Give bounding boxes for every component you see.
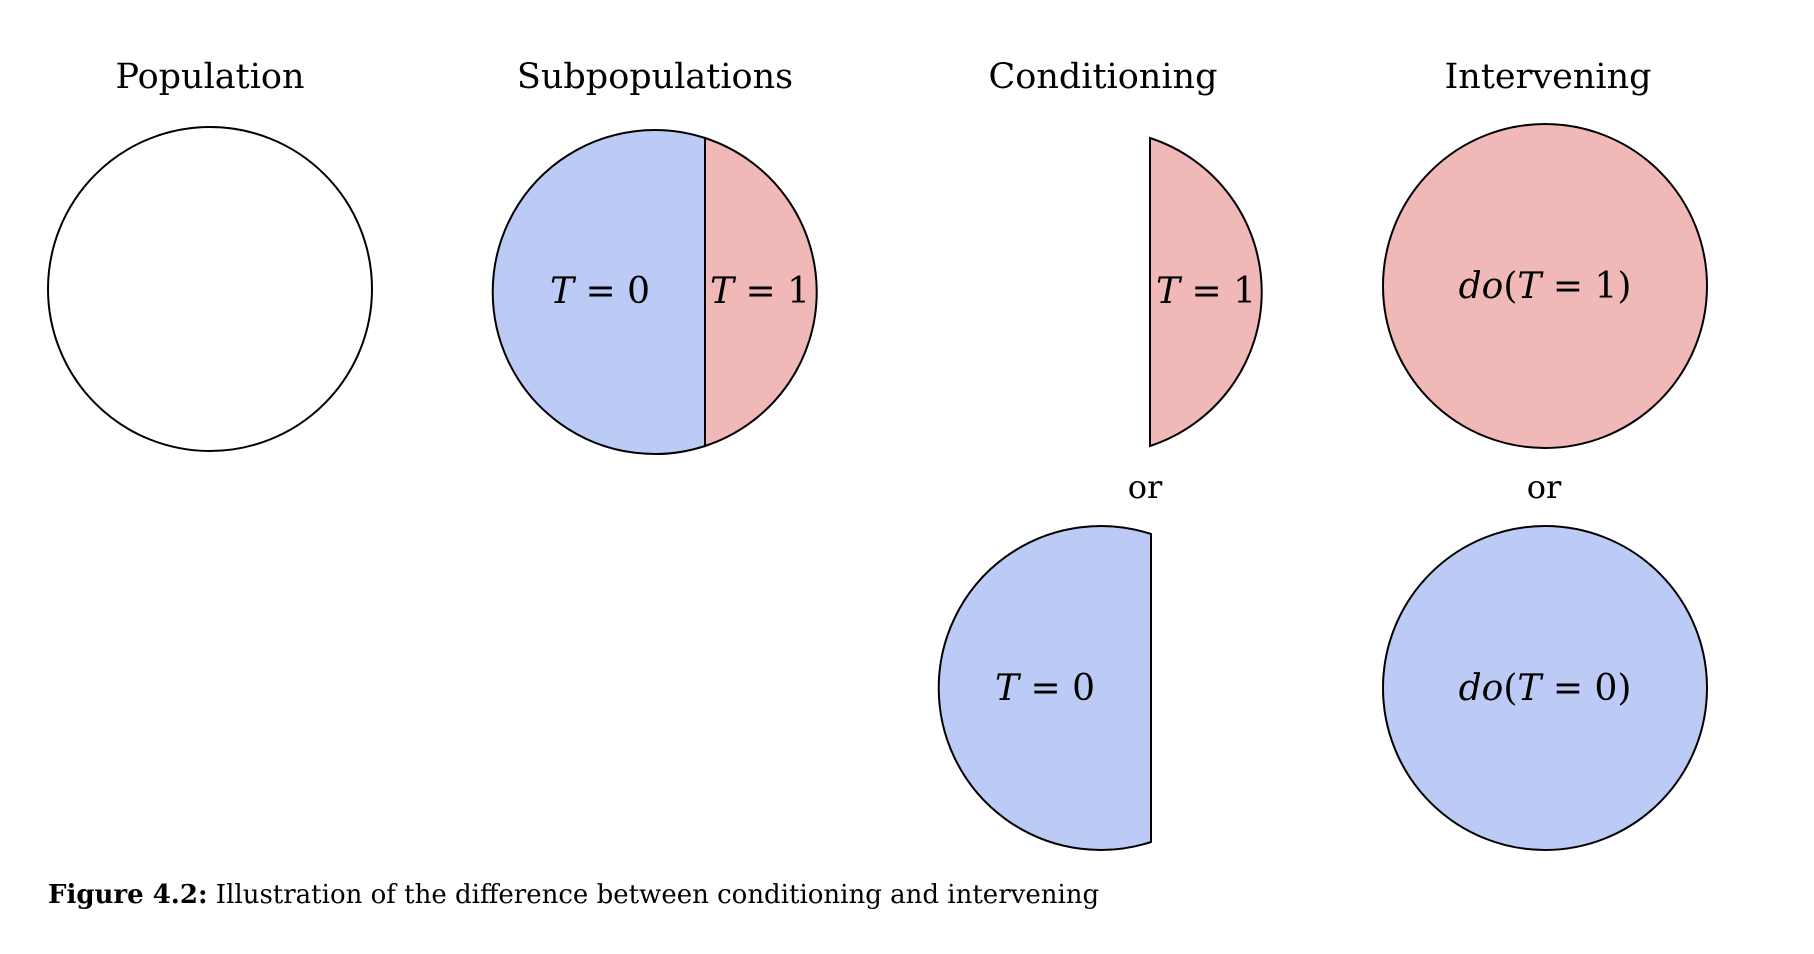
- conditioning-control-half: [937, 525, 1152, 851]
- subpopulation-control-label: T = 0: [550, 271, 650, 312]
- heading-intervening: Intervening: [1444, 57, 1651, 97]
- figure-caption: Figure 4.2: Illustration of the differen…: [48, 880, 1099, 910]
- intervening-or-label: or: [1527, 468, 1562, 506]
- intervening-treated-label: do(T = 1): [1459, 266, 1632, 307]
- figure-caption-text: Illustration of the difference between c…: [207, 880, 1100, 910]
- conditioning-treated-label: T = 1: [1156, 271, 1256, 312]
- subpopulation-treated-label: T = 1: [710, 271, 810, 312]
- heading-conditioning: Conditioning: [988, 57, 1217, 97]
- intervening-control-circle: [1382, 525, 1708, 851]
- subpopulation-control-region: [491, 129, 706, 455]
- subpopulations-circle: [491, 129, 818, 455]
- subpopulation-treated-region: [704, 136, 818, 448]
- figure-caption-label: Figure 4.2:: [48, 880, 208, 910]
- conditioning-control-label: T = 0: [995, 668, 1095, 709]
- heading-subpopulations: Subpopulations: [517, 57, 793, 97]
- heading-population: Population: [115, 57, 304, 97]
- conditioning-treated-half: [1149, 136, 1263, 448]
- intervening-control-label: do(T = 0): [1459, 668, 1632, 709]
- intervening-treated-circle: [1382, 123, 1708, 449]
- conditioning-or-label: or: [1128, 468, 1163, 506]
- population-circle: [47, 126, 373, 452]
